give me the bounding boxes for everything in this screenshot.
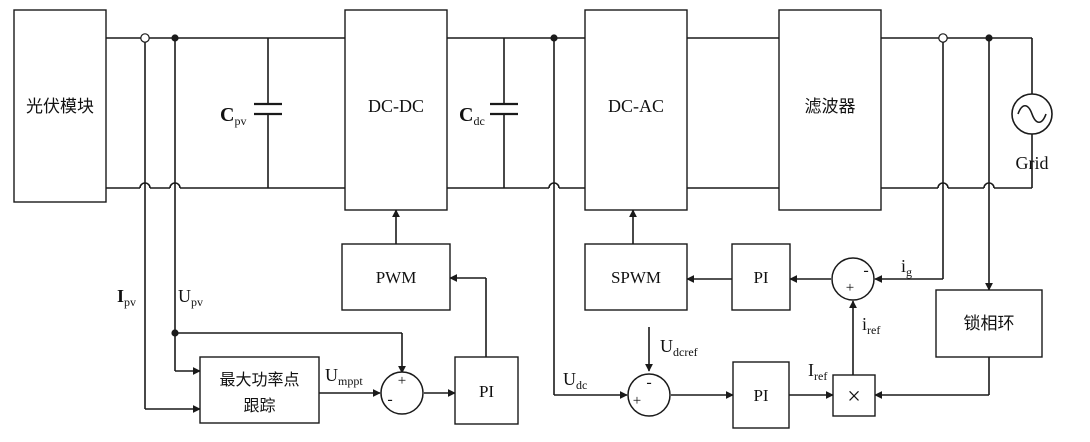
cdc-capacitor (490, 102, 518, 116)
spwm-label: SPWM (611, 268, 661, 287)
upv-junction-dot (171, 34, 179, 42)
ig-sensor-ring (938, 33, 948, 43)
cdc-label: Cdc (459, 104, 485, 128)
cpv-capacitor (254, 102, 282, 116)
mppt-label-line1: 最大功率点 (219, 370, 299, 389)
dcac-block: DC-AC (584, 9, 688, 211)
pwm-block: PWM (341, 243, 451, 311)
grid-label: Grid (1016, 153, 1049, 173)
dcdc-label: DC-DC (368, 96, 424, 116)
pwm-label: PWM (376, 268, 417, 287)
pll-block: 锁相环 (935, 289, 1043, 358)
udc-sum-minus: - (646, 374, 651, 391)
pi-current-label: PI (753, 268, 768, 287)
ipv-sensor-ring (140, 33, 150, 43)
multiplier-block: × (832, 374, 876, 417)
ig-label: ig (901, 256, 912, 279)
upv-branch-dot (171, 329, 179, 337)
grid-junction-dot (985, 34, 993, 42)
multiplier-sign: × (847, 384, 861, 410)
udcref-label: Udcref (660, 336, 698, 359)
pv-module-block: 光伏模块 (13, 9, 107, 203)
iref-upper-label: Iref (808, 360, 827, 383)
pi-mppt-block: PI (454, 356, 519, 425)
mppt-summing-junction: + - (380, 371, 424, 415)
current-summing-junction: - + (831, 257, 875, 301)
udc-junction-dot (550, 34, 558, 42)
udc-summing-junction: - + (627, 373, 671, 417)
pi-current-block: PI (731, 243, 791, 311)
current-sum-minus: - (863, 262, 868, 279)
dcac-label: DC-AC (608, 96, 664, 116)
filter-label: 滤波器 (805, 97, 856, 117)
iref-lower-label: iref (862, 314, 880, 337)
pi-mppt-label: PI (479, 382, 494, 401)
mppt-label-line2: 跟踪 (243, 396, 275, 415)
mppt-sum-minus: - (387, 391, 392, 408)
udc-sum-plus: + (633, 393, 641, 409)
upv-label: Upv (178, 286, 203, 309)
power-wiring (106, 37, 1033, 189)
filter-block: 滤波器 (778, 9, 882, 211)
udc-label: Udc (563, 369, 587, 392)
cpv-label: Cpv (220, 104, 246, 128)
umppt-label: Umppt (325, 365, 363, 388)
mppt-block: 最大功率点 跟踪 (199, 356, 320, 424)
pv-module-label: 光伏模块 (26, 97, 94, 117)
pi-voltage-label: PI (753, 386, 768, 405)
spwm-block: SPWM (584, 243, 688, 311)
mppt-sum-plus: + (398, 373, 406, 389)
pll-label: 锁相环 (964, 314, 1015, 334)
pi-voltage-block: PI (732, 361, 790, 429)
current-sum-plus: + (846, 280, 854, 296)
ipv-label: Ipv (117, 286, 136, 309)
control-wiring (144, 38, 993, 413)
dcdc-block: DC-DC (344, 9, 448, 211)
grid-source: Grid (1011, 93, 1053, 173)
